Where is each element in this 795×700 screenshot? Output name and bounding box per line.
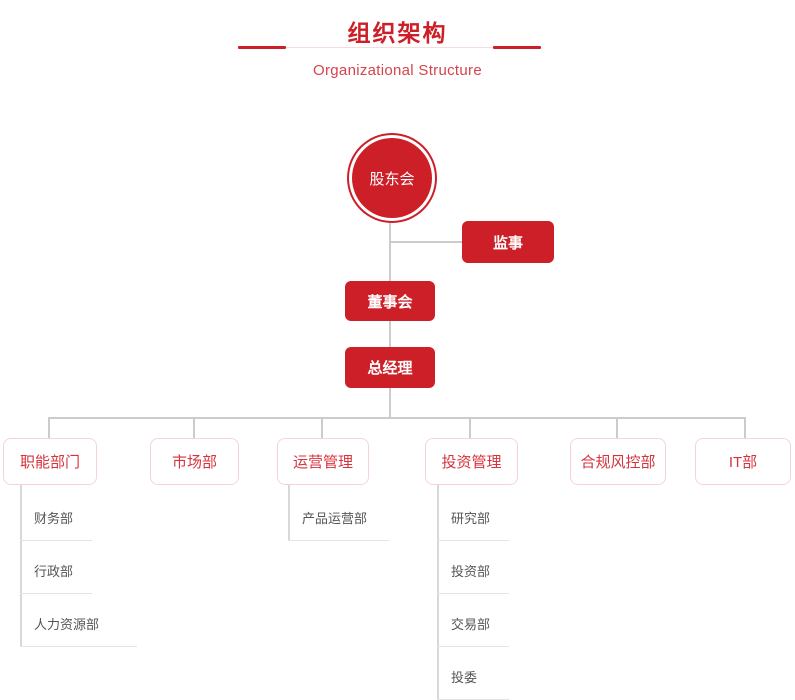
- connector-bus-drop-4: [469, 417, 471, 438]
- title-divider-left-segment: [238, 46, 286, 49]
- connector-bus-drop-6: [744, 417, 746, 438]
- dept-box-investment[interactable]: 投资管理: [425, 438, 518, 485]
- dept-box-it[interactable]: IT部: [695, 438, 791, 485]
- node-supervisor[interactable]: 监事: [462, 221, 554, 263]
- node-board-of-directors[interactable]: 董事会: [345, 281, 435, 321]
- connector-bus-drop-2: [193, 417, 195, 438]
- title-divider-right-segment: [493, 46, 541, 49]
- connector-investment-children-spine: [437, 485, 439, 700]
- sub-item[interactable]: 产品运营部: [288, 495, 389, 541]
- dept-label: 市场部: [171, 454, 217, 471]
- sub-item[interactable]: 人力资源部: [20, 601, 137, 647]
- dept-box-operations[interactable]: 运营管理: [277, 438, 369, 485]
- dept-box-marketing[interactable]: 市场部: [150, 438, 239, 485]
- node-supervisor-label: 监事: [492, 234, 523, 252]
- dept-label: 投资管理: [441, 454, 502, 471]
- node-general-manager-label: 总经理: [367, 360, 413, 377]
- connector-department-bus: [48, 417, 745, 419]
- sub-item-label: 交易部: [451, 617, 491, 632]
- dept-box-functional[interactable]: 职能部门: [3, 438, 97, 485]
- page-title: 组织架构: [347, 20, 448, 46]
- connector-gm-to-bus: [389, 388, 391, 418]
- chart-header: 组织架构: [0, 0, 795, 48]
- page-subtitle: Organizational Structure: [313, 62, 482, 79]
- connector-bus-drop-3: [321, 417, 323, 438]
- sub-item[interactable]: 交易部: [437, 601, 509, 647]
- node-shareholders-meeting-label: 股东会: [369, 170, 415, 188]
- connector-root-to-supervisor: [389, 241, 466, 243]
- sub-item[interactable]: 研究部: [437, 495, 509, 541]
- sub-item-label: 投资部: [451, 564, 491, 579]
- connector-bus-drop-5: [616, 417, 618, 438]
- dept-label: IT部: [728, 454, 758, 471]
- connector-root-to-board: [389, 218, 391, 283]
- dept-label: 职能部门: [19, 454, 80, 471]
- sub-item-label: 投委: [451, 670, 478, 685]
- node-general-manager[interactable]: 总经理: [345, 347, 435, 388]
- sub-item[interactable]: 财务部: [20, 495, 92, 541]
- connector-board-to-gm: [389, 320, 391, 347]
- sub-item-label: 财务部: [34, 511, 74, 526]
- connector-functional-children-spine: [20, 485, 22, 646]
- sub-item-label: 行政部: [34, 564, 74, 579]
- sub-item[interactable]: 行政部: [20, 548, 92, 594]
- dept-label: 运营管理: [292, 454, 353, 471]
- sub-item[interactable]: 投委: [437, 654, 509, 700]
- title-divider-mid: [284, 47, 495, 48]
- node-shareholders-meeting[interactable]: 股东会: [352, 138, 432, 218]
- dept-box-compliance-risk[interactable]: 合规风控部: [570, 438, 666, 485]
- connector-operations-children-spine: [288, 485, 290, 540]
- sub-item-label: 研究部: [451, 511, 491, 526]
- dept-label: 合规风控部: [580, 454, 656, 471]
- node-board-of-directors-label: 董事会: [367, 293, 413, 311]
- sub-item-label: 人力资源部: [34, 617, 100, 632]
- connector-bus-drop-1: [48, 417, 50, 438]
- title-divider: [238, 46, 541, 49]
- sub-item-label: 产品运营部: [302, 511, 368, 526]
- sub-item[interactable]: 投资部: [437, 548, 509, 594]
